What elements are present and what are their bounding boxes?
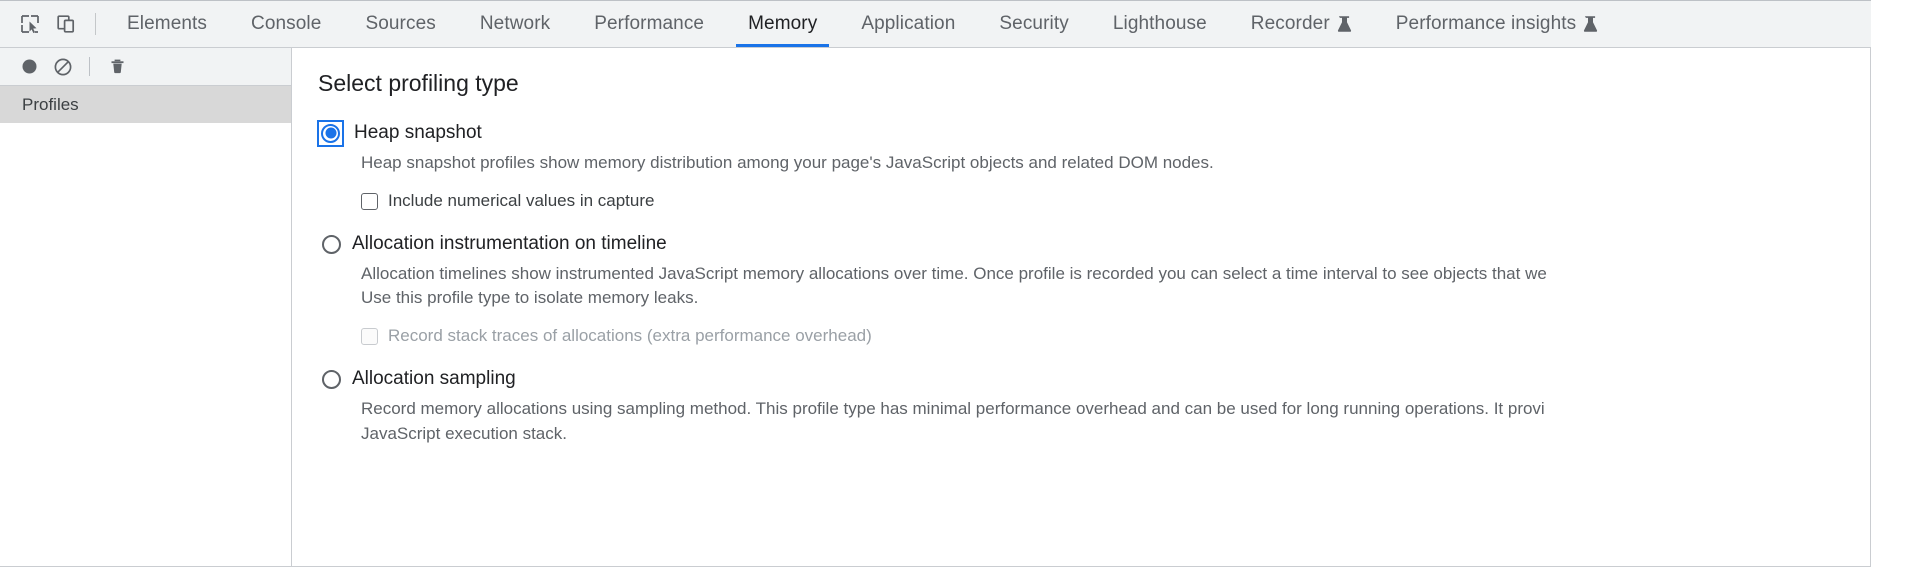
tab-label: Elements	[127, 12, 208, 34]
option-description: Record memory allocations using sampling…	[361, 399, 1545, 443]
option-description: Heap snapshot profiles show memory distr…	[361, 153, 1214, 172]
tab-label: Performance	[594, 12, 705, 34]
tab-label: Application	[861, 12, 956, 34]
sidebar-empty-area	[0, 123, 291, 566]
option-label[interactable]: Allocation instrumentation on timeline	[352, 233, 667, 255]
inspect-element-icon[interactable]	[13, 7, 47, 41]
experiment-flask-icon	[1337, 15, 1351, 32]
page-title: Select profiling type	[318, 70, 519, 96]
tab-memory[interactable]: Memory	[726, 0, 839, 47]
radio-focus-ring	[317, 119, 344, 147]
tab-application[interactable]: Application	[839, 0, 977, 47]
sidebar-item-label: Profiles	[22, 94, 79, 114]
toolbar-divider	[95, 12, 96, 35]
option-label[interactable]: Allocation sampling	[352, 368, 516, 390]
tab-security[interactable]: Security	[977, 0, 1090, 47]
radio-allocation-instrumentation[interactable]	[322, 234, 341, 254]
experiment-flask-icon	[1584, 15, 1598, 32]
profiles-sidebar: Profiles	[0, 48, 292, 566]
tab-sources[interactable]: Sources	[343, 0, 457, 47]
checkbox-include-numerical-values[interactable]	[361, 192, 378, 210]
tab-list: Elements Console Sources Network Perform…	[105, 0, 1871, 47]
tab-label: Performance insights	[1395, 12, 1577, 34]
profiling-type-selector: Select profiling type Heap snapshot Heap…	[292, 48, 1870, 566]
checkbox-record-stack-traces	[361, 327, 378, 345]
checkbox-label[interactable]: Include numerical values in capture	[388, 191, 655, 211]
radio-allocation-sampling[interactable]	[322, 369, 341, 389]
option-header[interactable]: Allocation sampling	[318, 364, 1870, 394]
option-label[interactable]: Heap snapshot	[354, 122, 482, 143]
tab-elements[interactable]: Elements	[105, 0, 229, 47]
option-description: Allocation timelines show instrumented J…	[361, 264, 1547, 308]
checkbox-row-record-stack-traces: Record stack traces of allocations (extr…	[361, 326, 1870, 346]
tab-label: Recorder	[1250, 12, 1330, 34]
sidebar-item-profiles[interactable]: Profiles	[0, 86, 291, 123]
tab-label: Lighthouse	[1112, 12, 1207, 34]
tab-label: Console	[251, 12, 322, 34]
radio-heap-snapshot[interactable]	[321, 123, 340, 143]
devtools-tabbar: Elements Console Sources Network Perform…	[0, 0, 1871, 48]
record-circle-icon[interactable]	[13, 52, 45, 82]
memory-panel: Profiles Select profiling type Heap snap…	[0, 48, 1871, 567]
option-header[interactable]: Allocation instrumentation on timeline	[318, 229, 1870, 259]
option-heap-snapshot: Heap snapshot Heap snapshot profiles sho…	[317, 118, 1870, 211]
trash-icon[interactable]	[101, 52, 133, 82]
tabbar-tool-icons	[0, 0, 105, 47]
option-allocation-instrumentation: Allocation instrumentation on timeline A…	[318, 229, 1870, 346]
sidebar-toolbar-divider	[89, 57, 90, 76]
tab-label: Network	[479, 12, 551, 34]
checkbox-row-include-numerical-values[interactable]: Include numerical values in capture	[361, 191, 1870, 211]
tab-performance-insights[interactable]: Performance insights	[1374, 0, 1620, 47]
tab-console[interactable]: Console	[229, 0, 343, 47]
checkbox-label: Record stack traces of allocations (extr…	[388, 326, 872, 346]
tab-label: Security	[999, 12, 1069, 34]
tab-performance[interactable]: Performance	[572, 0, 726, 47]
option-header[interactable]: Heap snapshot	[317, 118, 1870, 148]
tab-label: Memory	[748, 12, 818, 34]
tab-network[interactable]: Network	[458, 0, 572, 47]
device-toolbar-icon[interactable]	[49, 7, 83, 41]
tab-recorder[interactable]: Recorder	[1229, 0, 1374, 47]
option-allocation-sampling: Allocation sampling Record memory alloca…	[318, 364, 1870, 445]
profiles-toolbar	[0, 48, 291, 86]
tab-lighthouse[interactable]: Lighthouse	[1091, 0, 1229, 47]
tab-label: Sources	[365, 12, 436, 34]
clear-no-entry-icon[interactable]	[47, 52, 79, 82]
